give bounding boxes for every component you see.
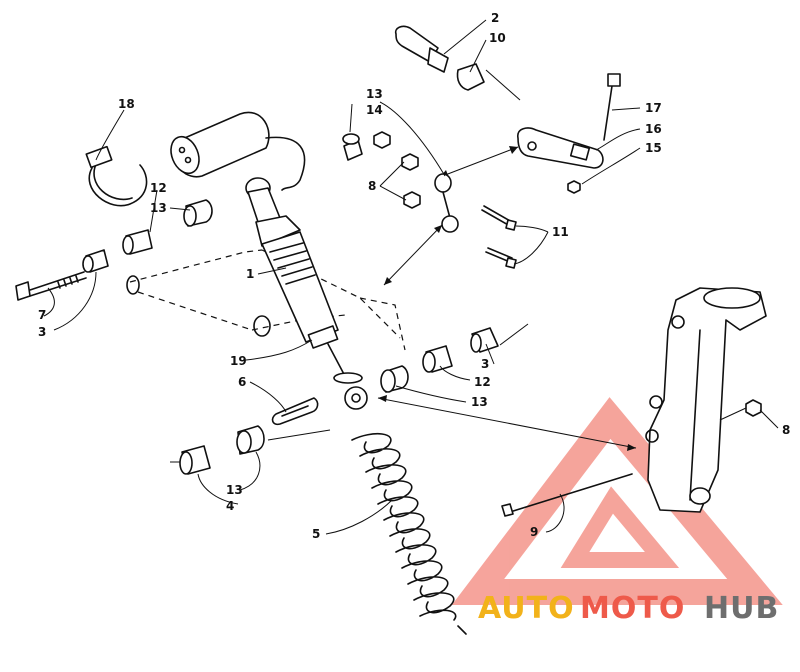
callout-15: 15 xyxy=(645,141,662,155)
coil-spring xyxy=(351,432,467,635)
top-linkage xyxy=(342,25,517,269)
callout-13-left: 13 xyxy=(150,201,167,215)
callout-7: 7 xyxy=(38,308,46,322)
spring-retainer xyxy=(271,397,319,426)
watermark-hub: HUB xyxy=(704,591,779,626)
callout-10: 10 xyxy=(489,31,506,45)
callout-5: 5 xyxy=(312,527,320,541)
callout-8-top: 8 xyxy=(368,179,376,193)
callout-17: 17 xyxy=(645,101,662,115)
callout-6: 6 xyxy=(238,375,246,389)
callout-4: 4 xyxy=(226,499,234,513)
callout-9: 9 xyxy=(530,525,538,539)
callout-labels: 2 10 17 16 15 13 14 8 11 18 12 13 7 3 1 … xyxy=(38,11,790,541)
callout-1: 1 xyxy=(246,267,254,281)
lower-mount-hardware xyxy=(179,425,265,475)
linkage-arm xyxy=(517,73,621,194)
callout-3-right: 3 xyxy=(481,357,489,371)
watermark-moto: MOTO xyxy=(580,591,685,626)
callout-16: 16 xyxy=(645,122,662,136)
leader-lines xyxy=(43,19,779,535)
callout-3-left: 3 xyxy=(38,325,46,339)
spindle xyxy=(501,287,767,517)
shock-absorber xyxy=(245,177,368,410)
right-mount-hardware xyxy=(380,327,499,393)
callout-13-top: 13 xyxy=(366,87,383,101)
callout-2: 2 xyxy=(491,11,499,25)
reservoir-clamp xyxy=(85,111,306,207)
callout-13-bottom: 13 xyxy=(226,483,243,497)
callout-8-right: 8 xyxy=(782,423,790,437)
callout-18: 18 xyxy=(118,97,135,111)
watermark-auto: AUTO xyxy=(478,591,575,626)
frame-outline xyxy=(126,249,406,351)
callout-13-right: 13 xyxy=(471,395,488,409)
callout-12-left: 12 xyxy=(150,181,167,195)
callout-11: 11 xyxy=(552,225,569,239)
callout-14: 14 xyxy=(366,103,383,117)
watermark-text: AUTO MOTO HUB xyxy=(478,591,779,626)
callout-12-right: 12 xyxy=(474,375,491,389)
left-mount-hardware xyxy=(15,199,213,301)
callout-19: 19 xyxy=(230,354,247,368)
